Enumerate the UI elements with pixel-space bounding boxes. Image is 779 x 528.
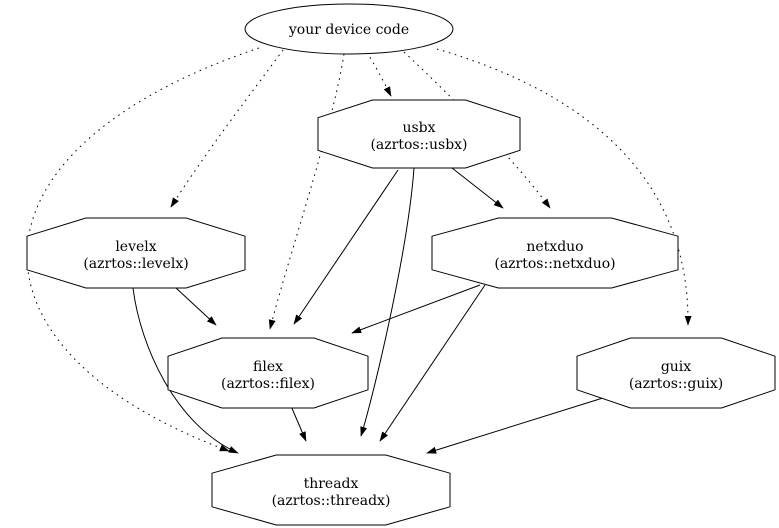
edge-device-to-threadx (26, 47, 260, 452)
filex-octagon-shape (167, 337, 369, 409)
edge-device-to-guix (436, 48, 692, 326)
edge-usbx-to-filex (293, 169, 399, 325)
edge-filex-to-threadx (290, 405, 307, 442)
node-guix: guix(azrtos::guix) (576, 337, 776, 409)
filex-label-line-2: (azrtos::filex) (221, 376, 315, 392)
edge-usbx-to-threadx (360, 167, 415, 437)
nodes-layer: your device codeusbx(azrtos::usbx)levelx… (26, 3, 776, 526)
edges-layer (26, 47, 692, 454)
threadx-label-line-1: threadx (304, 476, 359, 492)
edge-netxduo-to-threadx (379, 284, 486, 442)
guix-label-line-1: guix (661, 359, 691, 375)
node-usbx: usbx(azrtos::usbx) (317, 99, 521, 169)
levelx-label-line-1: levelx (115, 239, 156, 255)
netxduo-octagon-shape (431, 217, 679, 289)
netxduo-label-line-2: (azrtos::netxduo) (494, 256, 615, 272)
threadx-octagon-shape (211, 454, 451, 526)
levelx-label-line-2: (azrtos::levelx) (83, 256, 188, 272)
filex-label-line-1: filex (253, 359, 283, 375)
node-levelx: levelx(azrtos::levelx) (26, 217, 246, 289)
node-netxduo: netxduo(azrtos::netxduo) (431, 217, 679, 289)
edge-usbx-to-netxduo (451, 167, 504, 209)
device-label-line-1: your device code (288, 22, 409, 38)
edge-device-to-filex (268, 53, 345, 330)
edge-device-to-levelx (170, 49, 284, 208)
edge-levelx-to-filex (175, 287, 217, 326)
edge-netxduo-to-filex (351, 284, 481, 334)
edge-levelx-to-threadx (132, 287, 239, 454)
device-ellipse-shape (244, 3, 454, 55)
node-device: your device code (244, 3, 454, 55)
node-filex: filex(azrtos::filex) (167, 337, 369, 409)
usbx-label-line-1: usbx (402, 120, 435, 136)
guix-octagon-shape (576, 337, 776, 409)
node-threadx: threadx(azrtos::threadx) (211, 454, 451, 526)
guix-label-line-2: (azrtos::guix) (629, 376, 723, 392)
usbx-octagon-shape (317, 99, 521, 169)
usbx-label-line-2: (azrtos::usbx) (370, 137, 467, 153)
edge-device-to-usbx (366, 51, 392, 97)
edge-guix-to-threadx (426, 396, 607, 454)
threadx-label-line-2: (azrtos::threadx) (272, 493, 391, 509)
levelx-octagon-shape (26, 217, 246, 289)
netxduo-label-line-1: netxduo (526, 239, 583, 255)
